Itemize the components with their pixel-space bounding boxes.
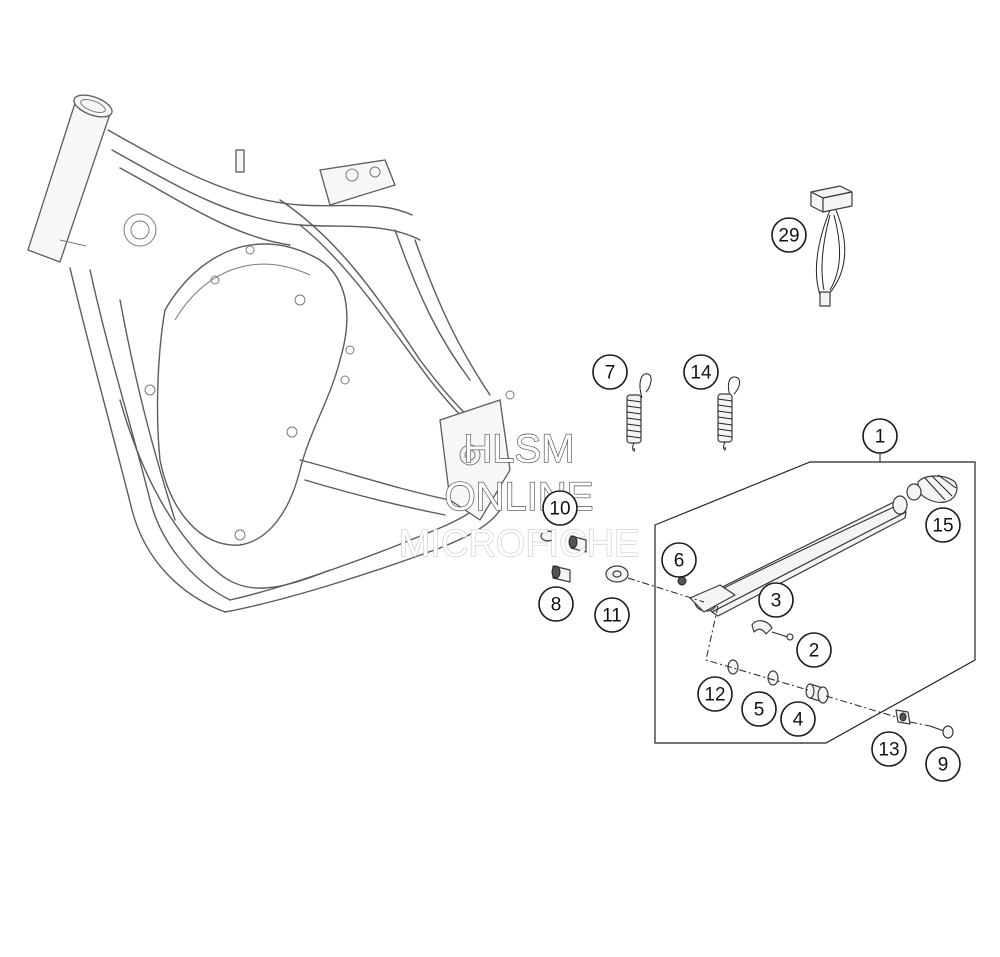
svg-text:11: 11 (602, 606, 622, 627)
callout-10[interactable]: 10 (542, 490, 578, 526)
callout-2[interactable]: 2 (796, 632, 832, 668)
part-14-spring (717, 376, 741, 451)
callout-1[interactable]: 1 (862, 418, 898, 454)
callouts: 1 2 3 4 5 6 7 8 (538, 217, 961, 782)
svg-text:13: 13 (878, 740, 899, 761)
svg-text:9: 9 (938, 755, 949, 776)
svg-text:4: 4 (793, 710, 804, 731)
callout-8[interactable]: 8 (538, 586, 574, 622)
svg-text:1: 1 (875, 427, 886, 448)
svg-text:2: 2 (809, 641, 820, 662)
svg-text:15: 15 (932, 516, 953, 537)
watermark-hlsm: HLSM (463, 427, 574, 471)
svg-text:12: 12 (704, 685, 725, 706)
part-4-bushing (805, 683, 829, 704)
callout-13[interactable]: 13 (871, 731, 907, 767)
callout-9[interactable]: 9 (925, 746, 961, 782)
svg-text:3: 3 (771, 591, 782, 612)
part-10-ring (540, 530, 587, 553)
part-8-bolt (551, 565, 571, 583)
part-29-strap (810, 185, 853, 307)
callout-11[interactable]: 11 (594, 597, 630, 633)
svg-text:6: 6 (674, 551, 685, 572)
callout-6[interactable]: 6 (661, 542, 697, 578)
svg-text:5: 5 (754, 700, 765, 721)
part-12-ring (727, 659, 739, 675)
svg-text:8: 8 (551, 595, 562, 616)
callout-3[interactable]: 3 (758, 582, 794, 618)
callout-12[interactable]: 12 (697, 676, 733, 712)
motorcycle-frame (27, 94, 515, 613)
steering-head-tube (27, 94, 113, 263)
callout-15[interactable]: 15 (925, 507, 961, 543)
assembly-lines (627, 577, 931, 727)
part-13-nut (895, 709, 911, 725)
part-3-bracket (751, 620, 773, 635)
callout-5[interactable]: 5 (741, 691, 777, 727)
part-7-spring (626, 373, 652, 452)
callout-29[interactable]: 29 (771, 217, 807, 253)
svg-text:14: 14 (690, 363, 712, 384)
side-stand (689, 495, 908, 617)
part-2-screw (771, 631, 794, 641)
part-5-ring (767, 670, 779, 686)
svg-text:29: 29 (778, 226, 799, 247)
svg-text:10: 10 (549, 499, 570, 520)
svg-text:7: 7 (605, 363, 616, 384)
callout-14[interactable]: 14 (683, 354, 719, 390)
callout-4[interactable]: 4 (780, 701, 816, 737)
part-11-washer (605, 565, 629, 583)
part-9-bolt (929, 725, 954, 739)
watermark-microfiche: MICROFICHE (399, 523, 640, 565)
part-15-foot (906, 474, 958, 503)
watermark: HLSM ONLINE MICROFICHE (398, 426, 640, 565)
callout-7[interactable]: 7 (592, 354, 628, 390)
part-6-nut (677, 576, 687, 586)
